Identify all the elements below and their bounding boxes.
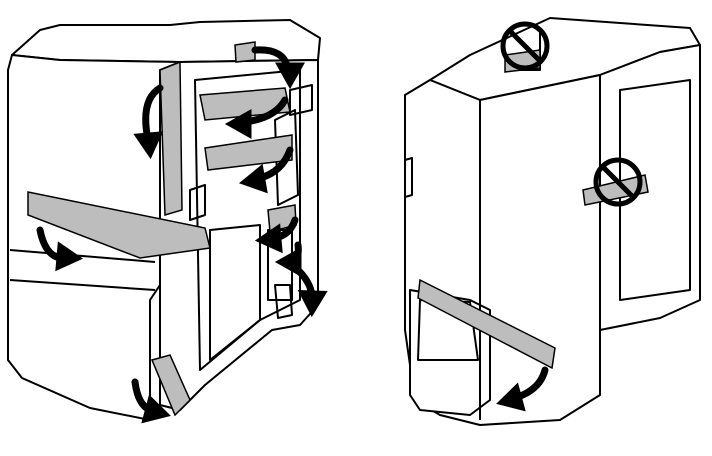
curved-arrow-icon [140,84,164,153]
right-panel [404,17,701,426]
curved-arrow-icon [251,46,299,82]
curved-arrow-icon [261,216,299,249]
curved-arrow-icon [232,96,289,133]
tape-strip [27,191,211,259]
tape-strip [159,60,183,216]
tape-strip [234,41,256,63]
tape-strip [204,134,293,171]
left-tapes [27,41,297,417]
curved-arrow-icon [282,241,302,271]
tape-strip [150,354,191,417]
tape-strip [417,278,556,370]
curved-arrow-icon [131,378,166,423]
curved-arrow-icon [244,146,294,191]
curved-arrow-icon [296,268,322,310]
prohibition-icon [500,21,550,71]
curved-arrow-icon [501,366,549,411]
left-arrows [36,46,322,423]
curved-arrow-icon [36,226,77,267]
prohibition-icon [593,157,643,207]
